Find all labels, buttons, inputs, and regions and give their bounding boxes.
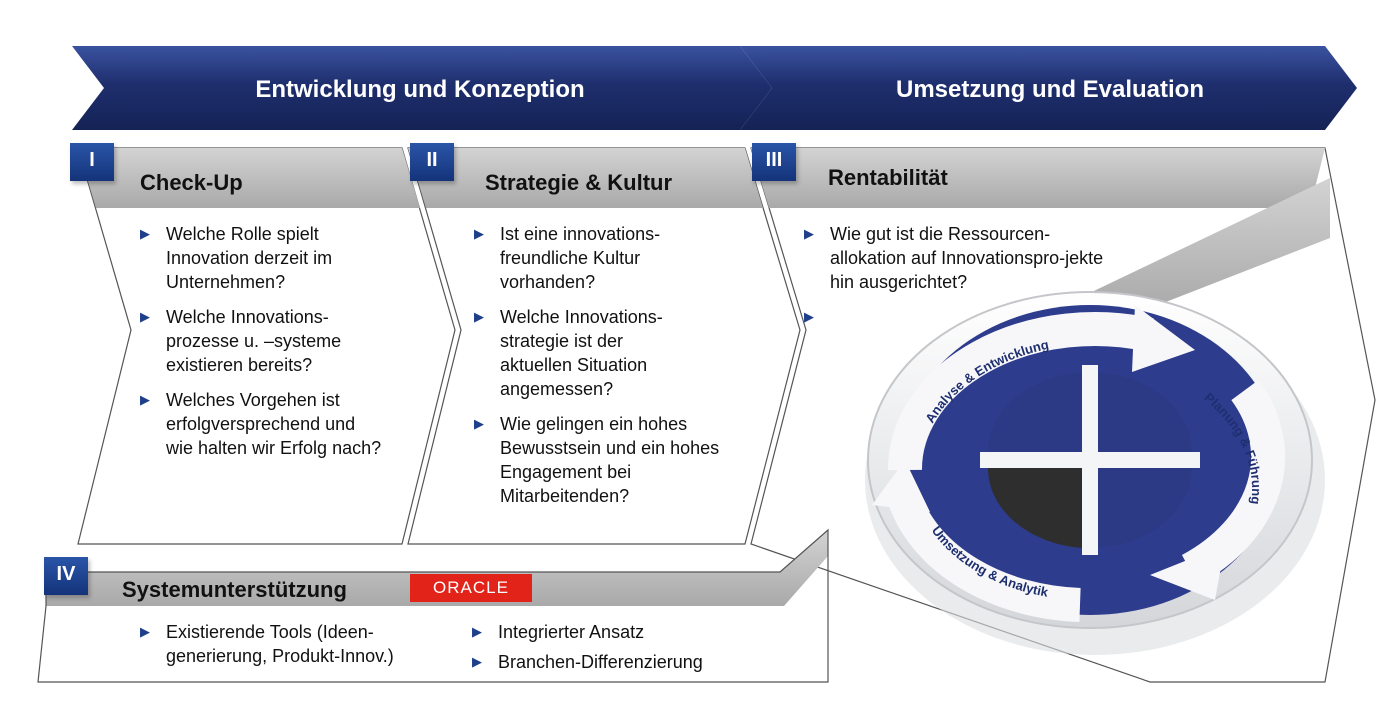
list-item: Branchen-Differenzierung (468, 650, 778, 674)
header-left-label: Entwicklung und Konzeption (255, 76, 585, 103)
column-1-title-band (78, 148, 420, 208)
header-chevron-left (72, 46, 772, 130)
arrow-head-left (872, 460, 930, 512)
list-item: Welche Innovations-strategie ist der akt… (470, 305, 770, 401)
section-4-frame (37, 528, 829, 683)
badge-1: I (70, 143, 114, 181)
section-4-list-left: Existierende Tools (Ideen-generierung, P… (136, 620, 456, 679)
cycle-graphic (865, 291, 1325, 655)
badge-3: III (752, 143, 796, 181)
section-3-list: Wie gut ist die Ressourcen-allokation au… (800, 222, 1130, 329)
section-4-title: Systemunterstützung (122, 577, 347, 602)
list-item: Welches Vorgehen ist erfolgversprechend … (136, 388, 406, 460)
column-3-title-band (751, 148, 1325, 208)
inner-quadrant-bottom-right (1098, 468, 1193, 548)
list-item: Ist eine innovations-freundliche Kultur … (470, 222, 770, 294)
header-chevron-right (740, 46, 1357, 130)
list-item: Wie gut ist die Ressourcen-allokation au… (800, 222, 1130, 294)
section-2-title: Strategie & Kultur (485, 170, 673, 195)
column-2-title-band (408, 148, 763, 208)
section-4-band (46, 530, 828, 606)
badge-2: II (410, 143, 454, 181)
header-right-label: Umsetzung und Evaluation (895, 76, 1204, 103)
list-item: Integrierter Ansatz (468, 620, 778, 644)
list-item: Wie gelingen ein hohes Bewusstsein und e… (470, 412, 770, 508)
section-1-title: Check-Up (140, 170, 243, 195)
inner-quadrant-bottom-left (987, 468, 1082, 548)
badge-4: IV (44, 557, 88, 595)
section-4-list-right: Integrierter Ansatz Branchen-Differenzie… (468, 620, 778, 685)
section-3-title: Rentabilität (828, 165, 948, 190)
list-item: Existierende Tools (Ideen-generierung, P… (136, 620, 456, 668)
cross-horizontal (980, 452, 1200, 468)
inner-quadrant-top-left (987, 372, 1082, 452)
list-item: Welche Innovations-prozesse u. –systeme … (136, 305, 406, 377)
list-item: Welche Rolle spielt Innovation derzeit i… (136, 222, 406, 294)
oracle-logo: ORACLE (410, 574, 532, 602)
arrow-head-right (1150, 545, 1225, 600)
arrow-head-top (1132, 305, 1195, 372)
section-1-list: Welche Rolle spielt Innovation derzeit i… (136, 222, 406, 471)
section-2-list: Ist eine innovations-freundliche Kultur … (470, 222, 770, 519)
inner-quadrant-top-right (1098, 372, 1193, 452)
